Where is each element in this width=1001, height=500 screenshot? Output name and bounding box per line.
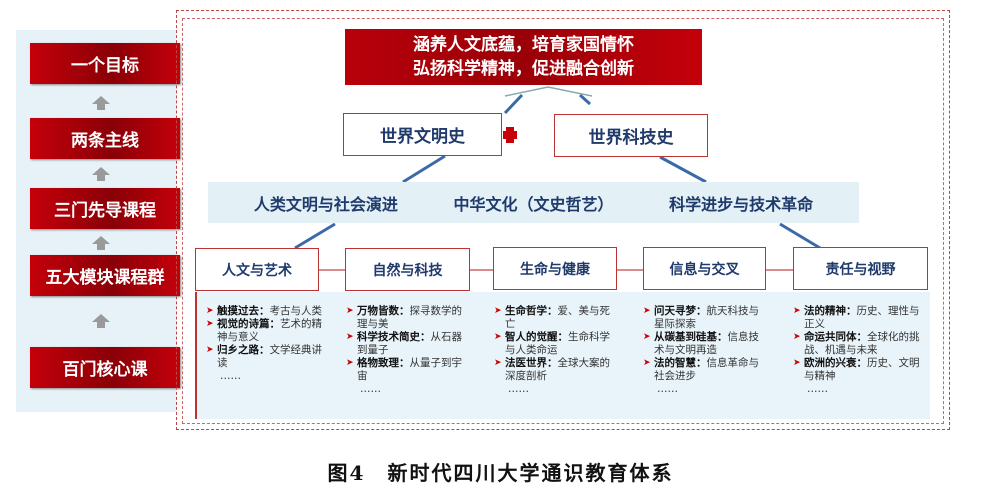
course-title: 归乡之路： <box>217 344 270 356</box>
course-title: 命运共同体： <box>804 331 867 343</box>
plus-icon <box>503 127 517 143</box>
up-arrow-icon <box>92 96 110 110</box>
course-item: 归乡之路：文学经典讲读 <box>206 344 324 370</box>
module-box: 人文与艺术 <box>195 248 319 291</box>
course-desc: 考古与人类 <box>269 305 323 317</box>
course-desc: 信息革命与社会进步 <box>654 357 759 382</box>
course-title: 格物致理： <box>357 357 410 369</box>
course-item: 法的智慧：信息革命与社会进步 <box>643 357 761 383</box>
pilot-course: 中华文化（文史哲艺） <box>453 194 614 214</box>
module-box: 责任与视野 <box>793 247 928 290</box>
up-arrow-icon <box>92 314 110 328</box>
pilot-courses-band: 人类文明与社会演进 中华文化（文史哲艺） 科学进步与技术革命 <box>208 182 859 223</box>
course-item: 万物皆数：探寻数学的理与美 <box>346 305 464 331</box>
course-title: 科学技术简史： <box>357 331 431 343</box>
inner-dashed-frame <box>182 18 944 424</box>
main-line-world-tech: 世界科技史 <box>554 114 708 157</box>
course-title: 触摸过去： <box>217 305 270 317</box>
main-line-world-civilization: 世界文明史 <box>343 113 502 156</box>
course-item: 法的精神：历史、理性与正义 <box>793 305 921 331</box>
course-item: 科学技术简史：从石器到量子 <box>346 331 464 357</box>
course-title: 法医世界： <box>505 357 558 369</box>
more-ellipsis: …… <box>360 383 381 395</box>
more-ellipsis: …… <box>220 370 241 382</box>
level-core-courses: 百门核心课 <box>30 347 180 388</box>
course-title: 问天寻梦： <box>654 305 707 317</box>
goal-line-1: 涵养人文底蕴，培育家国情怀 <box>413 35 634 55</box>
course-desc: 艺术的精神与意义 <box>217 318 322 343</box>
course-desc: 从量子到宇宙 <box>357 357 462 382</box>
goal-box: 涵养人文底蕴，培育家国情怀 弘扬科学精神，促进融合创新 <box>345 29 702 85</box>
course-list: 生命哲学：爱、美与死亡智人的觉醒：生命科学与人类命运法医世界：全球大案的深度剖析… <box>494 305 612 396</box>
course-desc: 探寻数学的理与美 <box>357 305 462 330</box>
more-ellipsis: …… <box>508 383 529 395</box>
course-desc: 历史、理性与正义 <box>804 305 920 330</box>
course-title: 万物皆数： <box>357 305 410 317</box>
course-title: 生命哲学： <box>505 305 558 317</box>
up-arrow-icon <box>92 167 110 181</box>
pilot-course: 科学进步与技术革命 <box>669 194 814 214</box>
course-item: 问天寻梦：航天科技与星际探索 <box>643 305 761 331</box>
level-goal: 一个目标 <box>30 43 180 84</box>
course-item: 法医世界：全球大案的深度剖析 <box>494 357 612 383</box>
course-item: 从碳基到硅基：信息技术与文明再造 <box>643 331 761 357</box>
course-list: 问天寻梦：航天科技与星际探索从碳基到硅基：信息技术与文明再造法的智慧：信息革命与… <box>643 305 761 396</box>
course-desc: 航天科技与星际探索 <box>654 305 759 330</box>
more-ellipsis: …… <box>807 383 828 395</box>
level-modules: 五大模块课程群 <box>30 255 180 296</box>
up-arrow-icon <box>92 236 110 250</box>
course-item: 触摸过去：考古与人类 <box>206 305 324 318</box>
course-item: 欧洲的兴衰：历史、文明与精神 <box>793 357 921 383</box>
level-main-lines: 两条主线 <box>30 118 180 159</box>
course-desc: 全球化的挑战、机遇与未来 <box>804 331 920 356</box>
module-box: 自然与科技 <box>345 248 470 291</box>
module-box: 生命与健康 <box>493 247 617 290</box>
course-desc: 爱、美与死亡 <box>505 305 610 330</box>
course-title: 欧洲的兴衰： <box>804 357 867 369</box>
course-list: 触摸过去：考古与人类视觉的诗篇：艺术的精神与意义归乡之路：文学经典讲读…… <box>206 305 324 383</box>
course-item: 生命哲学：爱、美与死亡 <box>494 305 612 331</box>
course-item: 格物致理：从量子到宇宙 <box>346 357 464 383</box>
level-pilot-courses: 三门先导课程 <box>30 188 180 229</box>
goal-line-2: 弘扬科学精神，促进融合创新 <box>413 59 634 79</box>
course-title: 智人的觉醒： <box>505 331 568 343</box>
figure-caption: 图4 新时代四川大学通识教育体系 <box>327 461 674 485</box>
course-title: 法的精神： <box>804 305 857 317</box>
course-desc: 生命科学与人类命运 <box>505 331 610 356</box>
course-desc: 全球大案的深度剖析 <box>505 357 610 382</box>
course-desc: 信息技术与文明再造 <box>654 331 759 356</box>
course-desc: 历史、文明与精神 <box>804 357 920 382</box>
course-item: 视觉的诗篇：艺术的精神与意义 <box>206 318 324 344</box>
outer-dashed-frame <box>176 10 950 430</box>
course-item: 命运共同体：全球化的挑战、机遇与未来 <box>793 331 921 357</box>
course-list: 法的精神：历史、理性与正义命运共同体：全球化的挑战、机遇与未来欧洲的兴衰：历史、… <box>793 305 921 396</box>
pilot-course: 人类文明与社会演进 <box>253 194 398 214</box>
module-box: 信息与交叉 <box>643 247 766 290</box>
course-title: 法的智慧： <box>654 357 707 369</box>
course-desc: 从石器到量子 <box>357 331 462 356</box>
course-item: 智人的觉醒：生命科学与人类命运 <box>494 331 612 357</box>
course-title: 视觉的诗篇： <box>217 318 280 330</box>
course-title: 从碳基到硅基： <box>654 331 728 343</box>
course-list: 万物皆数：探寻数学的理与美科学技术简史：从石器到量子格物致理：从量子到宇宙…… <box>346 305 464 396</box>
course-desc: 文学经典讲读 <box>217 344 322 369</box>
more-ellipsis: …… <box>657 383 678 395</box>
